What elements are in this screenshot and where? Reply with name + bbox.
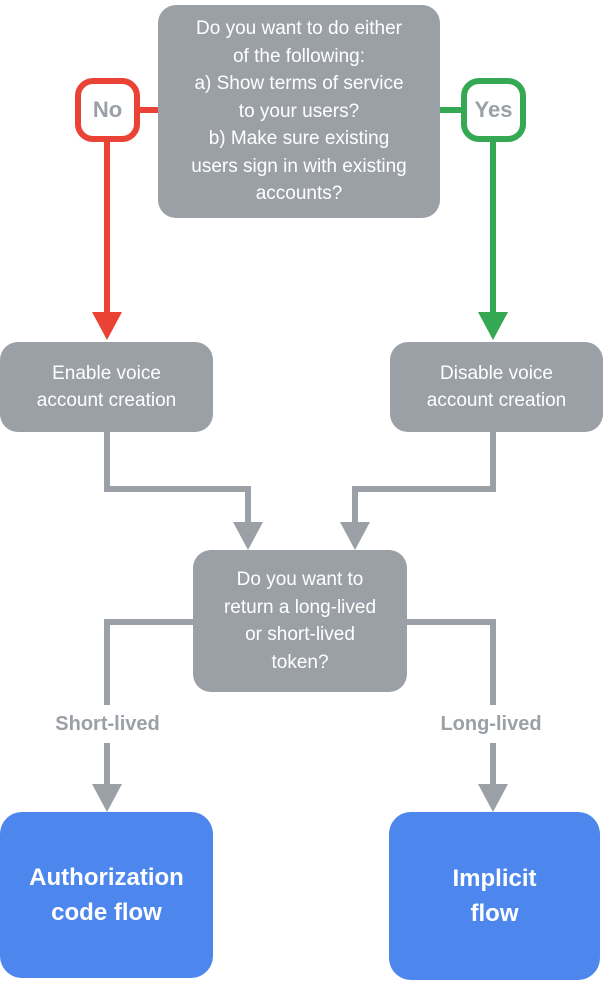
question-line: Do you want to do either <box>196 18 402 40</box>
short-lived-label: Short-lived <box>22 705 193 743</box>
token-question-node: Do you want to return a long-lived or sh… <box>193 550 407 692</box>
no-branch-arrowhead-icon <box>92 312 122 340</box>
disable-to-token-line-drop <box>352 486 358 524</box>
token-question-line: or short-lived <box>245 624 355 645</box>
disable-voice-line: Disable voice <box>440 362 553 384</box>
implicit-flow-node: Implicit flow <box>389 812 600 980</box>
question-line: b) Make sure existing <box>208 128 390 150</box>
authorization-code-flow-line: Authorization <box>29 864 184 891</box>
authorization-code-flow-node: Authorization code flow <box>0 812 213 978</box>
disable-voice-line: account creation <box>426 390 567 411</box>
enable-to-token-line-horizontal <box>104 486 251 492</box>
long-lived-label: Long-lived <box>410 705 572 743</box>
implicit-flow-line: flow <box>470 900 519 927</box>
enable-voice-line: Enable voice <box>52 362 161 384</box>
question-line: of the following: <box>232 45 366 67</box>
short-lived-arrowhead-icon <box>92 784 122 812</box>
short-lived-label-text: Short-lived <box>55 712 160 735</box>
enable-voice-line: account creation <box>36 390 177 411</box>
enable-to-token-line-vertical <box>104 431 110 492</box>
no-badge-label: No <box>92 97 123 122</box>
question-line: to your users? <box>238 100 360 122</box>
yes-badge-label: Yes <box>474 97 513 122</box>
question-line: a) Show terms of service <box>194 73 404 95</box>
token-question-line: token? <box>271 651 329 673</box>
disable-to-token-line-horizontal <box>352 486 496 492</box>
long-lived-line-horizontal <box>407 619 496 625</box>
no-badge: No <box>75 78 140 142</box>
authorization-code-flow-line: code flow <box>51 899 162 926</box>
yes-branch-arrowhead-icon <box>478 312 508 340</box>
long-lived-line-vertical <box>490 619 496 785</box>
long-lived-arrowhead-icon <box>478 784 508 812</box>
yes-badge: Yes <box>461 78 526 142</box>
disable-voice-node: Disable voice account creation <box>390 342 603 432</box>
yes-branch-connector-line <box>440 107 461 113</box>
long-lived-label-text: Long-lived <box>440 712 542 735</box>
enable-voice-node: Enable voice account creation <box>0 342 213 432</box>
enable-to-token-arrowhead-icon <box>233 522 263 550</box>
yes-branch-line <box>490 141 496 312</box>
disable-to-token-arrowhead-icon <box>340 522 370 550</box>
implicit-flow-line: Implicit <box>452 865 537 892</box>
short-lived-line-horizontal <box>104 619 194 625</box>
no-branch-line <box>104 141 110 312</box>
token-question-line: return a long-lived <box>223 596 377 618</box>
question-line: accounts? <box>255 183 343 205</box>
no-branch-connector-line <box>139 107 159 113</box>
question-node-terms: Do you want to do either of the followin… <box>158 5 440 218</box>
disable-to-token-line-vertical <box>490 431 496 492</box>
short-lived-line-vertical <box>104 619 110 785</box>
token-question-line: Do you want to <box>236 569 364 590</box>
question-line: users sign in with existing <box>191 155 407 177</box>
enable-to-token-line-drop <box>245 486 251 524</box>
